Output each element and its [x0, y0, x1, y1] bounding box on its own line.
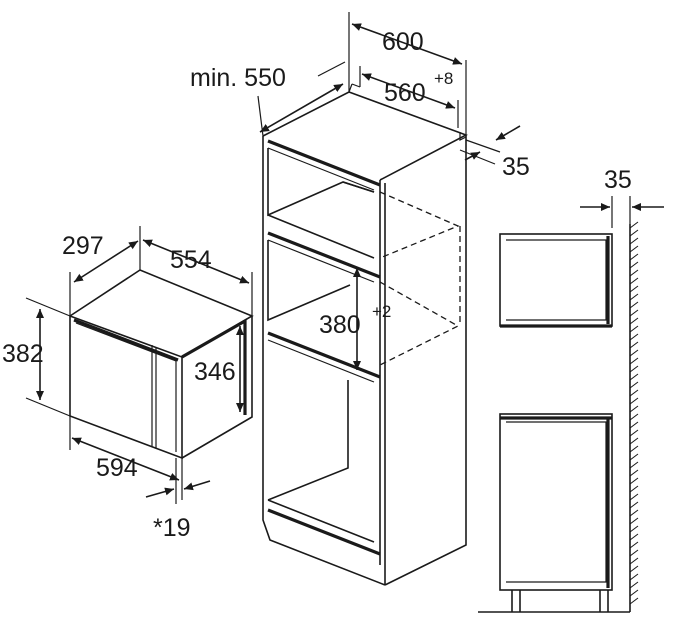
label-microwave-front-width: 594 [96, 454, 138, 482]
label-cabinet-width: 600 [382, 28, 424, 56]
label-wall-gap: 35 [604, 166, 632, 194]
label-microwave-width: 554 [170, 246, 212, 274]
label-niche-width: 560 [384, 79, 426, 107]
cabinet-dimension-lines [257, 12, 521, 370]
label-frame-offset: *19 [153, 514, 191, 542]
label-microwave-inner-height: 346 [194, 358, 236, 386]
wall-hatching [629, 221, 639, 612]
label-niche-height-tolerance: +2 [372, 302, 391, 321]
label-microwave-depth: 297 [62, 232, 104, 260]
wall-gap-dimension [580, 196, 664, 228]
label-cabinet-min-depth: min. 550 [190, 64, 286, 92]
label-niche-height: 380 [319, 311, 361, 339]
microwave-dimension-lines [25, 226, 253, 504]
tall-cabinet [262, 83, 468, 586]
label-rear-vent-gap: 35 [502, 153, 530, 181]
label-niche-width-tolerance: +8 [434, 69, 453, 88]
side-view-cabinet [478, 233, 630, 613]
label-microwave-height: 382 [2, 340, 44, 368]
